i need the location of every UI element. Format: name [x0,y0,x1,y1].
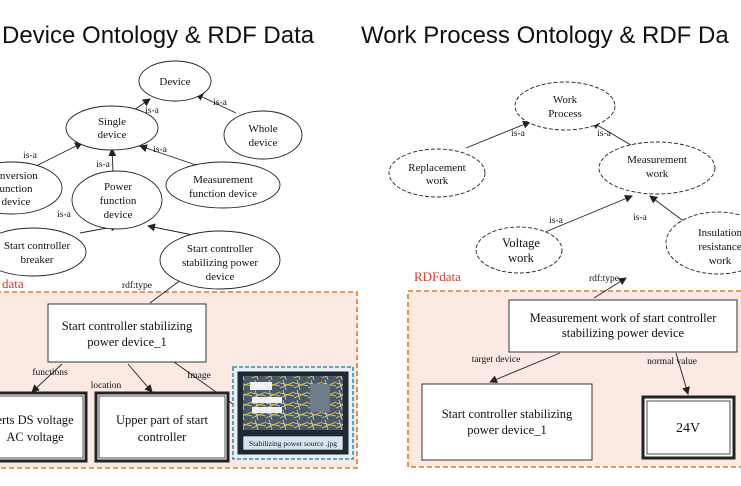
edge-power-to-single [108,148,117,173]
node-label: Device [159,76,190,88]
right-rdf-label: RDFdata [414,269,461,284]
edge-right-rdf-type [593,277,627,299]
edge-label-functions: functions [32,367,68,378]
edge-target-device [489,352,561,384]
rdf-upper-part-label: Upper part of start [116,413,209,427]
device-ontology-title: Device Ontology & RDF Data [2,22,315,49]
rdf-measurement-instance-label: stabilizing power device [562,326,685,340]
node-measurement-work [598,141,716,195]
edge-label-rdf-type: rdf:type [122,280,152,291]
edge-whole-to-device [195,93,237,114]
rdf-measurement-instance-box [508,299,738,353]
rdf-voltage-label: erts DS voltage [0,413,74,427]
node-label: breaker [21,254,54,266]
node-label: onversion [0,170,38,182]
work-process-ontology-title: Work Process Ontology & RDF Da [361,22,729,49]
node-label: Whole [248,123,277,135]
node-label: Measurement [627,154,687,166]
edge-voltage-to-measurement [537,194,633,236]
edge-label-is-a: is-a [57,210,72,220]
rdf-target-device-label: Start controller stabilizing [442,407,573,421]
node-label: Single [98,116,126,128]
node-label: function device [189,188,257,200]
node-label: work [426,175,449,187]
node-label: Process [548,108,582,120]
node-whole-device [223,110,303,160]
rdf-upper-part-label: controller [138,430,187,444]
node-label: device [206,271,235,283]
edge-measurement-to-work-process [591,121,637,149]
edge-label-rdf-type: rdf:type [589,273,619,284]
node-label: device [2,196,31,208]
edge-label-is-a: is-a [597,129,612,139]
node-label: stabilizing power [182,257,258,269]
node-power-function-device [71,170,163,230]
rdf-upper-part-box [94,391,230,463]
edge-label-target-device: target device [472,355,521,365]
node-label: device [249,137,278,149]
edge-label-location: location [91,381,122,391]
edge-location [127,363,153,393]
node-label: device [104,209,133,221]
edge-label-is-a: is-a [96,160,111,170]
edge-label-is-a: is-a [511,129,526,139]
node-label: work [646,168,669,180]
node-start-controller-stabilizing [159,230,281,290]
stabilizing-power-source-image [232,366,354,460]
node-replacement-work [388,148,486,198]
node-insulation-resistance-work [665,211,741,275]
node-label: work [709,255,732,267]
node-label: resistance [698,241,741,253]
node-work-process [514,81,616,131]
node-label: Start controller [187,243,254,255]
edge-label-is-a: is-a [145,106,160,116]
node-label: Replacement [408,162,465,174]
edge-label-is-a: is-a [549,216,564,226]
node-label: unction [0,183,33,195]
node-label: Start controller [4,240,71,252]
rdf-target-device-label: power device_1 [467,423,546,437]
edge-label-is-a: is-a [153,145,168,155]
node-conversion-function-device [0,161,63,215]
left-rdf-label: data [2,276,24,291]
edge-label-is-a: is-a [23,151,38,161]
node-start-controller-breaker [0,227,87,277]
edge-label-is-a: is-a [633,213,648,223]
rdf-instance-label: power device_1 [87,335,166,349]
node-label: Work [553,94,578,106]
edge-label-image: Image [187,371,211,381]
edge-normal-value [675,352,690,395]
node-label: work [508,251,534,265]
rdf-value-box [641,395,736,460]
rdf-instance-label: Start controller stabilizing [62,319,193,333]
rdf-target-device-box [421,383,593,461]
node-measurement-function-device [165,161,281,209]
rdf-voltage-box [0,391,88,463]
edge-measurement-to-single [139,144,197,166]
node-label: Insulation [698,227,741,239]
node-label: Power [104,181,132,193]
node-device [138,60,212,102]
rdf-value-label: 24V [676,421,700,436]
edge-label-normal-value: normal value [647,357,697,367]
node-label: function [100,195,137,207]
node-label: Measurement [193,174,253,186]
node-label: device [98,129,127,141]
node-label: Voltage [502,236,540,250]
rdf-measurement-instance-label: Measurement work of start controller [530,311,718,325]
rdf-voltage-label: AC voltage [6,430,64,444]
rdf-instance-box [47,303,207,363]
node-single-device [65,105,159,151]
edge-replacement-to-work-process [465,120,531,149]
edge-label-is-a: is-a [213,98,228,108]
edge-functions [31,363,63,393]
node-voltage-work [475,226,563,274]
image-caption: Stabilizing power source .jpg [249,439,337,448]
